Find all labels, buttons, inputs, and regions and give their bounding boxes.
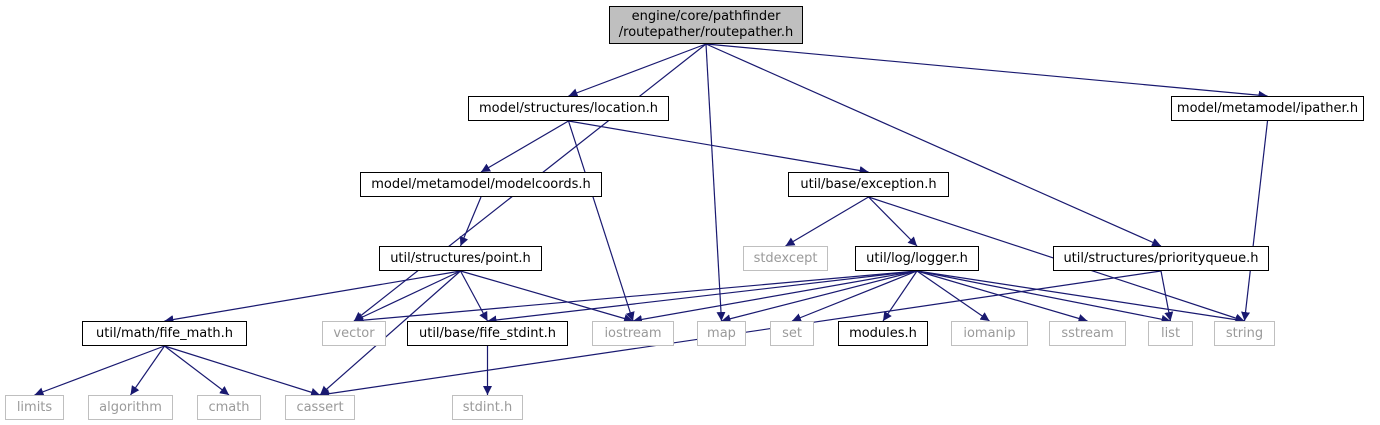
node-logger-h[interactable]: util/log/logger.h — [855, 246, 979, 271]
edge-point-to-cassert — [319, 270, 461, 396]
node-fife-math-h[interactable]: util/math/fife_math.h — [82, 321, 247, 346]
node-priorityqueue-h[interactable]: util/structures/priorityqueue.h — [1053, 246, 1269, 271]
edge-fife_math-to-cmath — [164, 345, 230, 396]
edge-logger-to-modules — [882, 270, 918, 322]
node-label-line1: engine/core/pathfinder — [631, 9, 781, 24]
node-algorithm[interactable]: algorithm — [88, 395, 173, 420]
edge-ipather-to-string — [1241, 120, 1269, 322]
node-stdint-h[interactable]: stdint.h — [452, 395, 523, 420]
node-exception-h[interactable]: util/base/exception.h — [788, 172, 949, 197]
node-limits[interactable]: limits — [5, 395, 64, 420]
node-routepather-h[interactable]: engine/core/pathfinder /routepather/rout… — [609, 6, 803, 44]
node-fife-stdint-h[interactable]: util/base/fife_stdint.h — [407, 321, 568, 346]
node-iomanip[interactable]: iomanip — [951, 321, 1028, 346]
edge-exception-to-logger — [868, 196, 918, 247]
edge-fife_math-to-cassert — [164, 345, 321, 397]
node-sstream[interactable]: sstream — [1049, 321, 1126, 346]
node-point-h[interactable]: util/structures/point.h — [379, 246, 542, 271]
edge-logger-to-iomanip — [916, 270, 990, 322]
node-modelcoords-h[interactable]: model/metamodel/modelcoords.h — [360, 172, 602, 197]
edge-location-to-iostream — [567, 120, 635, 322]
node-ipather-h[interactable]: model/metamodel/ipather.h — [1171, 96, 1364, 121]
edge-routepather-to-location — [568, 43, 707, 98]
edge-logger-to-map — [721, 270, 918, 324]
node-cmath[interactable]: cmath — [197, 395, 261, 420]
edge-point-to-iostream — [460, 270, 634, 323]
edge-modelcoords-to-point — [459, 196, 482, 247]
node-vector[interactable]: vector — [322, 321, 386, 346]
node-cassert[interactable]: cassert — [285, 395, 355, 420]
edge-logger-to-set — [791, 270, 918, 322]
node-map[interactable]: map — [697, 321, 746, 346]
edge-fife_math-to-limits — [34, 345, 165, 397]
edge-logger-to-fife_stdint — [487, 270, 918, 325]
edge-logger-to-iostream — [632, 270, 918, 324]
edge-logger-to-string — [916, 270, 1245, 325]
edge-exception-to-stdexcept — [785, 196, 869, 247]
node-label-line2: /routepather/routepather.h — [618, 25, 794, 40]
node-stdexcept[interactable]: stdexcept — [743, 246, 828, 271]
edge-logger-to-sstream — [916, 270, 1088, 323]
node-location-h[interactable]: model/structures/location.h — [468, 96, 669, 121]
edge-routepather-to-ipather — [705, 43, 1268, 100]
edge-location-to-modelcoords — [480, 120, 569, 173]
edge-point-to-vector — [353, 270, 461, 322]
node-iostream[interactable]: iostream — [592, 321, 674, 346]
edge-location-to-exception — [568, 120, 869, 175]
edge-priorityqueue-to-list — [1160, 270, 1174, 322]
edge-routepather-to-map — [705, 43, 726, 322]
edge-logger-to-list — [916, 270, 1171, 324]
edge-fife_math-to-algorithm — [130, 345, 165, 396]
node-modules-h[interactable]: modules.h — [838, 321, 928, 346]
edge-routepather-to-priorityqueue — [705, 43, 1162, 247]
node-set[interactable]: set — [770, 321, 814, 346]
edge-logger-to-vector — [353, 270, 918, 325]
edge-point-to-fife_stdint — [459, 270, 489, 322]
edge-point-to-fife_math — [164, 270, 461, 324]
node-list[interactable]: list — [1148, 321, 1193, 346]
node-string[interactable]: string — [1214, 321, 1275, 346]
